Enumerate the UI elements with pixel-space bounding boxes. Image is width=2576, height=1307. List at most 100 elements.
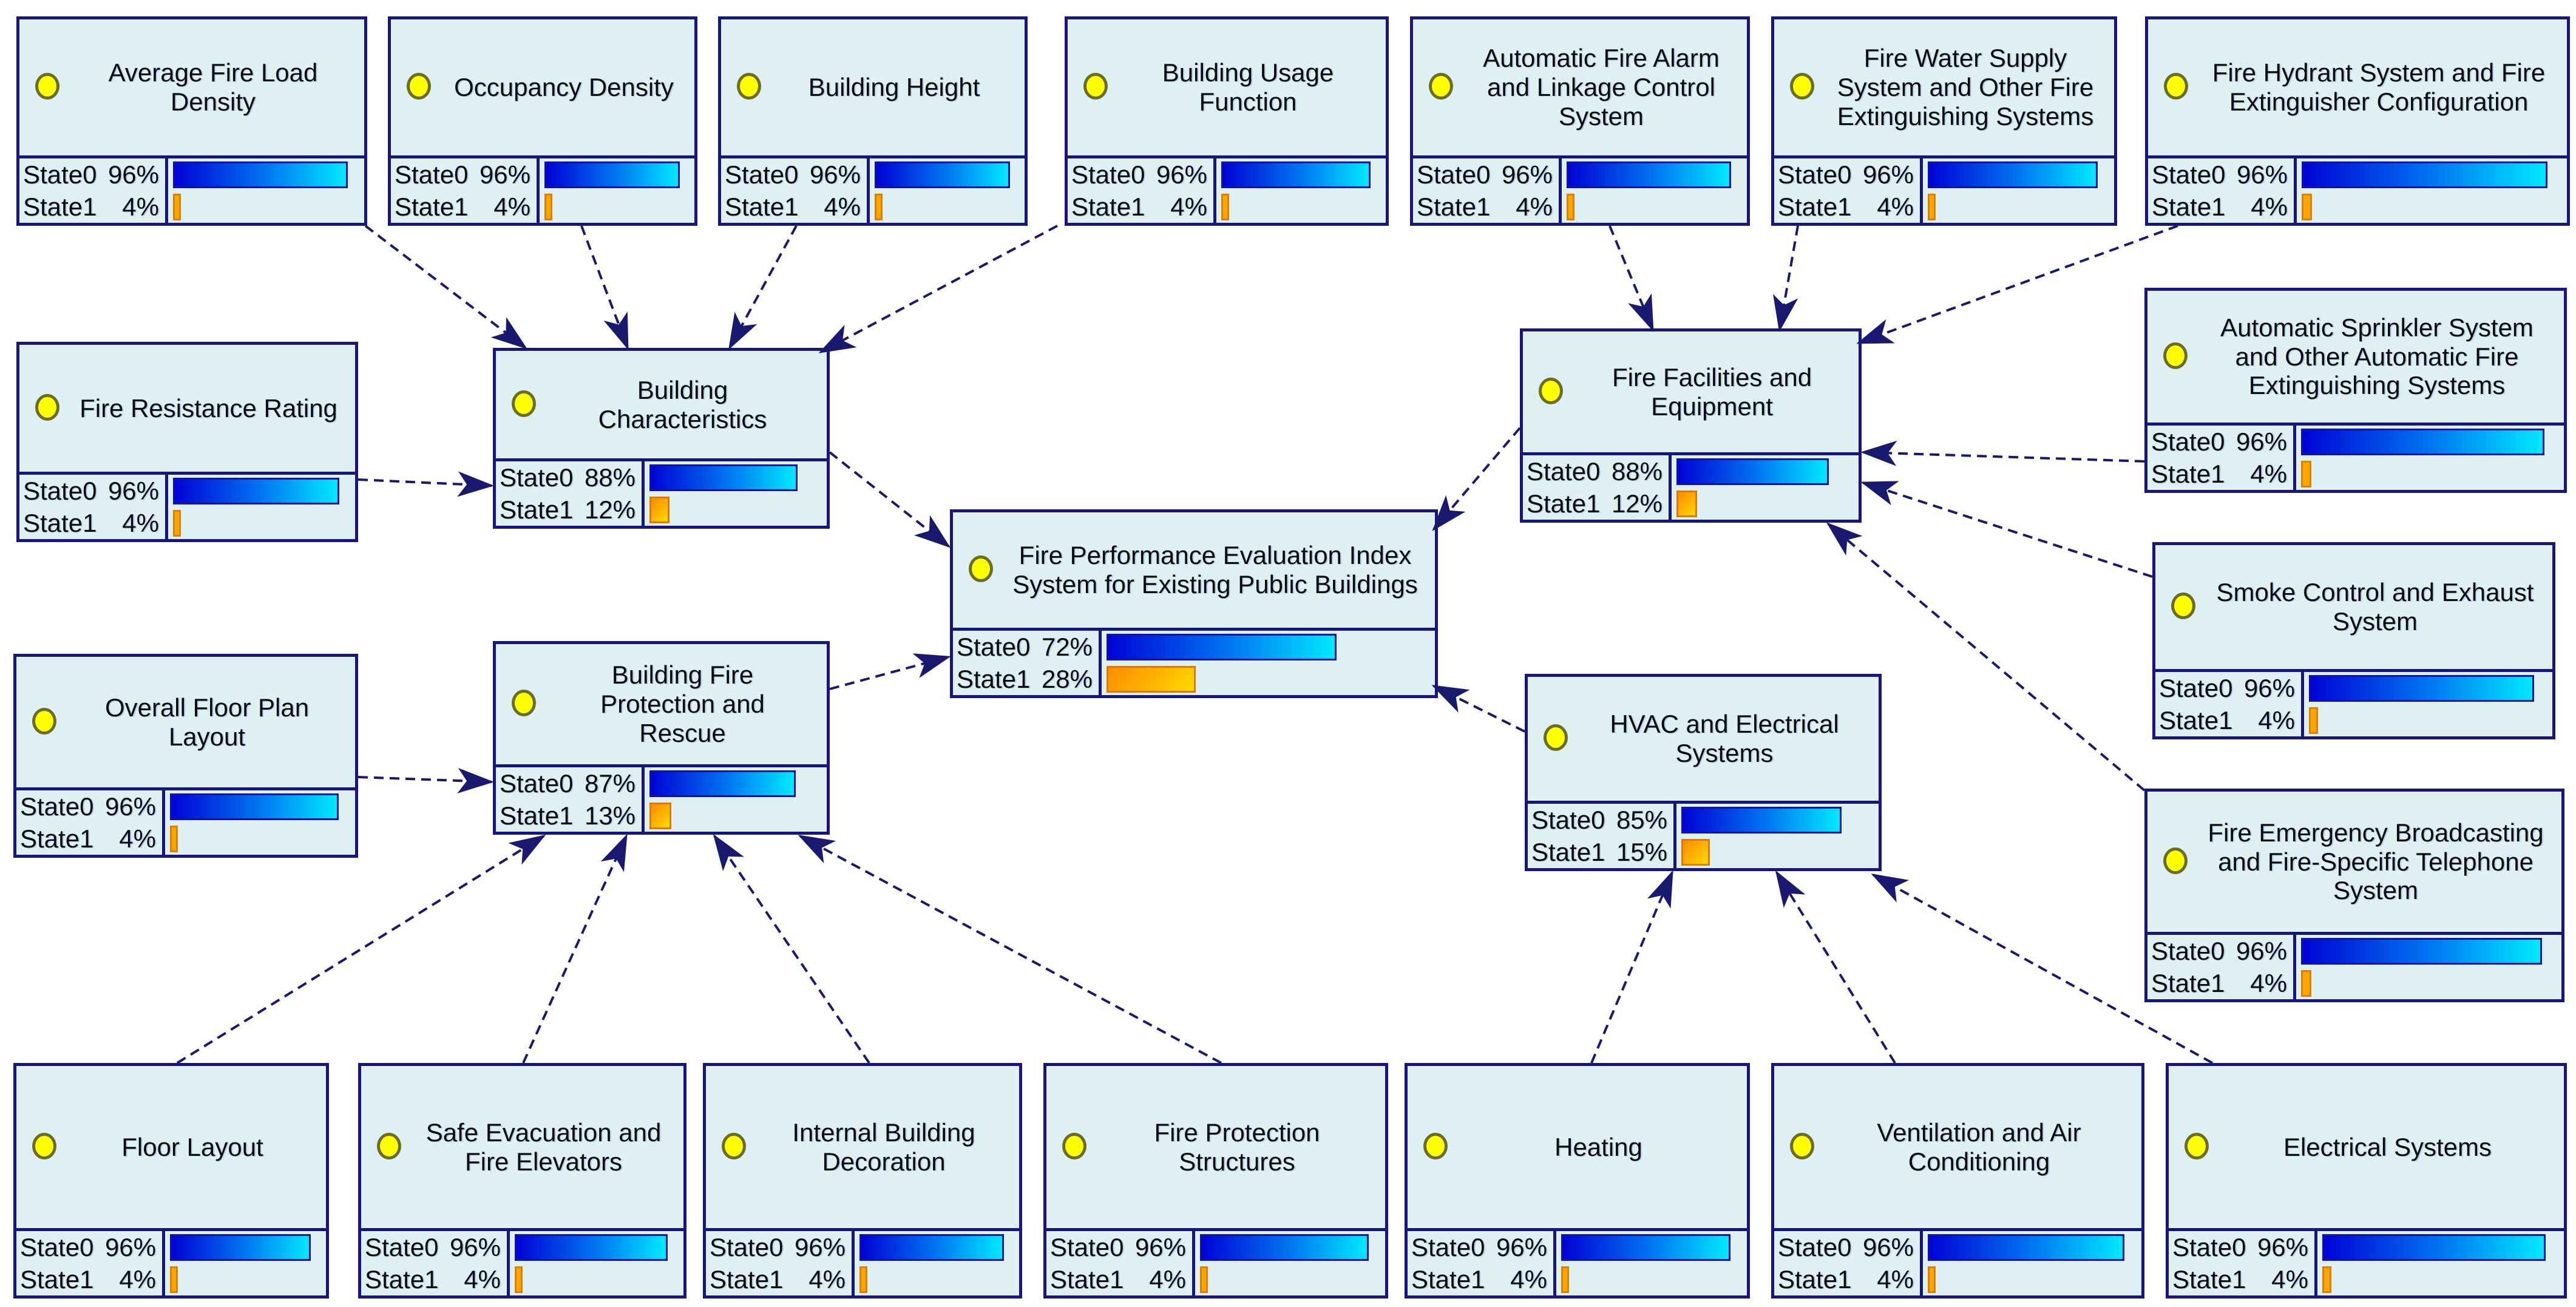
- state-bars-column: [645, 461, 827, 526]
- state-name: State0: [2152, 160, 2226, 189]
- node-fire-emergency-broadcast[interactable]: Fire Emergency Broadcasting and Fire-Spe…: [2144, 789, 2564, 1002]
- state-name: State1: [2172, 1265, 2246, 1294]
- state-bar-row: [1102, 631, 1435, 663]
- node-title-area: Fire Resistance Rating: [19, 345, 355, 475]
- state-bar-row: [1195, 1263, 1385, 1295]
- node-fire-water-supply[interactable]: Fire Water Supply System and Other Fire …: [1771, 16, 2117, 226]
- node-state-icon: [1539, 377, 1563, 404]
- edge-occupancy-density-to-building-characteristics: [580, 225, 629, 350]
- node-auto-sprinkler[interactable]: Automatic Sprinkler System and Other Aut…: [2144, 288, 2567, 493]
- node-title-area: Fire Performance Evaluation Index System…: [953, 512, 1435, 631]
- state-probability-bar: [1107, 633, 1337, 660]
- state-probability-bar: [170, 825, 178, 852]
- state-probability-bar: [1567, 193, 1574, 220]
- state-bar-row: [168, 475, 355, 507]
- state-name: State0: [23, 476, 97, 505]
- state-bar-row: [1562, 158, 1747, 191]
- node-title-area: Fire Hydrant System and Fire Extinguishe…: [2148, 19, 2567, 158]
- state-percent: 4%: [1877, 1265, 1914, 1294]
- state-percent: 15%: [1616, 837, 1667, 866]
- state-name: State1: [20, 1265, 94, 1294]
- state-probability-bar: [1928, 193, 1936, 220]
- state-percent: 96%: [107, 160, 159, 189]
- state-name: State1: [23, 508, 97, 537]
- node-title-area: Building Height: [721, 19, 1025, 158]
- node-title-area: Automatic Fire Alarm and Linkage Control…: [1413, 19, 1747, 158]
- state-percent: 87%: [584, 769, 636, 798]
- state-bars-column: [2304, 672, 2552, 736]
- state-bars-column: [165, 1231, 326, 1295]
- node-state-icon: [722, 1132, 746, 1159]
- state-bar-row: [2297, 191, 2567, 223]
- node-title-area: Automatic Sprinkler System and Other Aut…: [2147, 291, 2564, 426]
- state-name: State1: [2151, 459, 2225, 488]
- node-auto-fire-alarm[interactable]: Automatic Fire Alarm and Linkage Control…: [1410, 16, 1750, 226]
- state-bar-row: [855, 1263, 1019, 1295]
- state-percent: 4%: [1170, 192, 1207, 221]
- node-title: Overall Floor Plan Layout: [104, 693, 310, 751]
- state-bar-row: [165, 823, 355, 855]
- state-probability-bar: [170, 1234, 311, 1261]
- state-bar-row: [510, 1231, 683, 1263]
- state-bar-row: [1672, 487, 1859, 520]
- node-fire-hydrant[interactable]: Fire Hydrant System and Fire Extinguishe…: [2145, 16, 2570, 226]
- state-name: State0: [500, 463, 574, 492]
- node-fire-performance[interactable]: Fire Performance Evaluation Index System…: [950, 509, 1438, 698]
- state-name: State0: [1411, 1232, 1485, 1261]
- edge-heating-to-hvac-electrical: [1590, 870, 1673, 1064]
- state-name: State1: [710, 1265, 784, 1294]
- node-state-icon: [2164, 73, 2188, 100]
- state-name: State1: [725, 192, 799, 221]
- edge-smoke-control-to-fire-facilities: [1860, 481, 2153, 578]
- state-name: State1: [957, 664, 1031, 693]
- state-percent: 4%: [122, 192, 159, 221]
- state-bar-row: [645, 767, 827, 799]
- node-title: Occupancy Density: [454, 73, 674, 102]
- state-name: State1: [1411, 1265, 1485, 1294]
- state-percent: 96%: [1501, 160, 1553, 189]
- state-probability-bar: [1928, 1266, 1936, 1293]
- edge-safe-evacuation-to-building-fire-protection: [522, 833, 628, 1064]
- state-probability-bar: [1676, 490, 1697, 517]
- state-probability-bar: [2309, 674, 2534, 702]
- state-percent: 4%: [1516, 192, 1553, 221]
